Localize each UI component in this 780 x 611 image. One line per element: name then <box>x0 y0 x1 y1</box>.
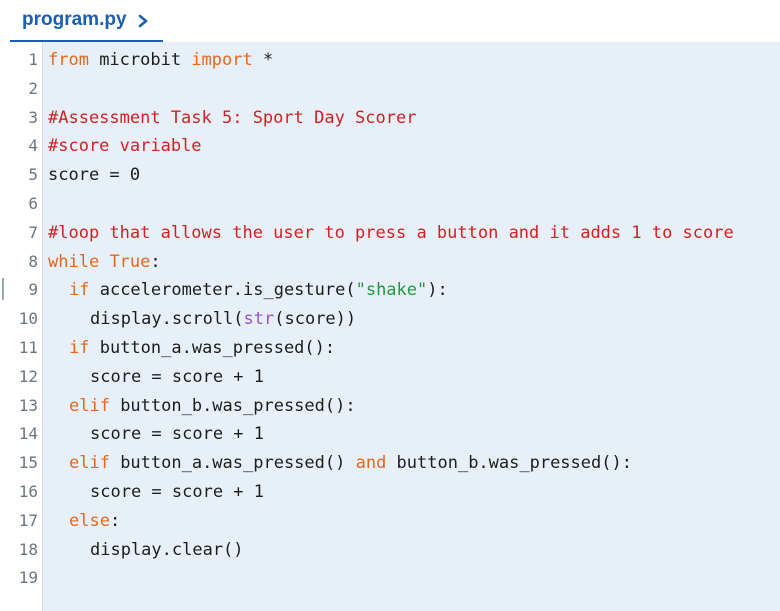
line-number: 15 <box>18 453 38 473</box>
line-number-gutter <box>0 42 43 611</box>
code-token: #score variable <box>48 136 202 157</box>
line-number: 11 <box>18 337 38 357</box>
code-token <box>99 252 109 272</box>
code-token: microbit <box>88 50 192 70</box>
code-line[interactable]: 9 if accelerometer.is_gesture("shake"): <box>0 276 780 305</box>
chevron-right-icon[interactable] <box>137 13 149 28</box>
code-token: if <box>69 280 90 301</box>
code-token: True <box>109 251 151 272</box>
code-text: from microbit import * <box>48 46 273 75</box>
code-text: display.scroll(str(score)) <box>90 305 356 334</box>
code-token: score = score + 1 <box>90 481 264 502</box>
code-text: display.clear() <box>90 536 244 565</box>
code-token: button_a.was_pressed(): <box>89 337 336 358</box>
code-token: import <box>191 50 253 70</box>
code-line[interactable]: 1 from microbit import * <box>0 46 780 75</box>
line-number: 1 <box>28 50 38 69</box>
line-number: 18 <box>18 539 38 559</box>
line-number: 17 <box>18 510 38 530</box>
tab-label: program.py <box>22 9 127 30</box>
code-lines[interactable]: 1 from microbit import * 2 3 #Assessment Tas… <box>0 46 780 593</box>
code-line[interactable]: 12 score = score + 1 <box>0 363 780 392</box>
line-number: 14 <box>18 424 38 444</box>
code-text: #Assessment Task 5: Sport Day Scorer <box>48 104 416 133</box>
code-line[interactable]: 13 elif button_b.was_pressed(): <box>0 392 780 421</box>
code-line[interactable]: 4 #score variable <box>0 132 780 161</box>
code-token: elif <box>69 453 110 474</box>
line-number: 8 <box>28 251 38 271</box>
code-token: : <box>109 510 121 531</box>
line-number: 19 <box>18 568 38 588</box>
code-token: display.clear() <box>90 539 244 560</box>
code-token: ): <box>427 280 448 301</box>
code-token: #loop that allows the user to press a bu… <box>48 222 734 243</box>
code-line[interactable]: 8 while True: <box>0 248 780 277</box>
code-token: score = score + 1 <box>90 366 264 387</box>
line-number: 7 <box>28 222 38 242</box>
code-token: button_b.was_pressed(): <box>386 453 632 474</box>
code-line[interactable]: 19 <box>0 564 780 593</box>
code-line[interactable]: 5 score = 0 <box>0 161 780 190</box>
code-text: #score variable <box>48 132 202 161</box>
code-text: if accelerometer.is_gesture("shake"): <box>69 276 448 305</box>
code-text: score = 0 <box>48 161 140 190</box>
code-text: else: <box>69 507 120 536</box>
line-number: 9 <box>28 280 38 300</box>
gutter-marker <box>2 278 4 300</box>
code-line[interactable]: 10 display.scroll(str(score)) <box>0 305 780 334</box>
code-token: : <box>150 251 161 272</box>
line-number: 10 <box>18 309 38 329</box>
code-line[interactable]: 17 else: <box>0 507 780 536</box>
code-line[interactable]: 18 display.clear() <box>0 536 780 565</box>
line-number: 6 <box>28 193 38 213</box>
code-editor[interactable]: 1 from microbit import * 2 3 #Assessment Tas… <box>0 42 780 611</box>
code-text: elif button_b.was_pressed(): <box>69 392 356 421</box>
code-text: if button_a.was_pressed(): <box>69 334 335 363</box>
code-text: score = score + 1 <box>90 420 264 449</box>
code-token: str <box>243 309 275 330</box>
line-number: 4 <box>28 136 38 156</box>
line-number: 12 <box>18 366 38 386</box>
code-line[interactable]: 11 if button_a.was_pressed(): <box>0 334 780 363</box>
code-token: score = score + 1 <box>90 424 264 445</box>
code-token: and <box>355 453 387 474</box>
code-token: score = 0 <box>48 165 141 186</box>
code-text: while True: <box>48 248 161 277</box>
code-text: elif button_a.was_pressed() and button_b… <box>69 449 632 478</box>
code-token: elif <box>69 395 110 416</box>
code-line[interactable]: 2 <box>0 75 780 104</box>
code-token: "shake" <box>355 280 428 301</box>
code-token: else <box>69 510 110 531</box>
code-line[interactable]: 7 #loop that allows the user to press a b… <box>0 219 780 248</box>
code-text: score = score + 1 <box>90 363 264 392</box>
code-text: score = score + 1 <box>90 478 264 507</box>
code-line[interactable]: 16 score = score + 1 <box>0 478 780 507</box>
tab-bar: program.py <box>0 0 780 43</box>
code-line[interactable]: 6 <box>0 190 780 219</box>
code-text: #loop that allows the user to press a bu… <box>48 219 734 248</box>
line-number: 16 <box>18 481 38 501</box>
line-number: 3 <box>28 107 38 127</box>
code-token: accelerometer.is_gesture( <box>89 280 356 301</box>
code-token: button_a.was_pressed() <box>109 453 356 474</box>
code-line[interactable]: 15 elif button_a.was_pressed() and button… <box>0 449 780 478</box>
code-token: if <box>69 337 90 358</box>
code-token: (score)) <box>274 309 357 330</box>
code-token: button_b.was_pressed(): <box>109 395 356 416</box>
line-number: 2 <box>28 78 38 98</box>
code-token: while <box>48 251 100 272</box>
code-line[interactable]: 3 #Assessment Task 5: Sport Day Scorer <box>0 104 780 133</box>
code-token: * <box>252 50 274 70</box>
code-token: display.scroll( <box>90 309 244 330</box>
line-number: 5 <box>28 165 38 185</box>
code-line[interactable]: 14 score = score + 1 <box>0 420 780 449</box>
line-number: 13 <box>18 395 38 415</box>
code-token: from <box>48 50 89 70</box>
code-token: #Assessment Task 5: Sport Day Scorer <box>48 107 417 128</box>
tab-program-py[interactable]: program.py <box>10 0 163 43</box>
